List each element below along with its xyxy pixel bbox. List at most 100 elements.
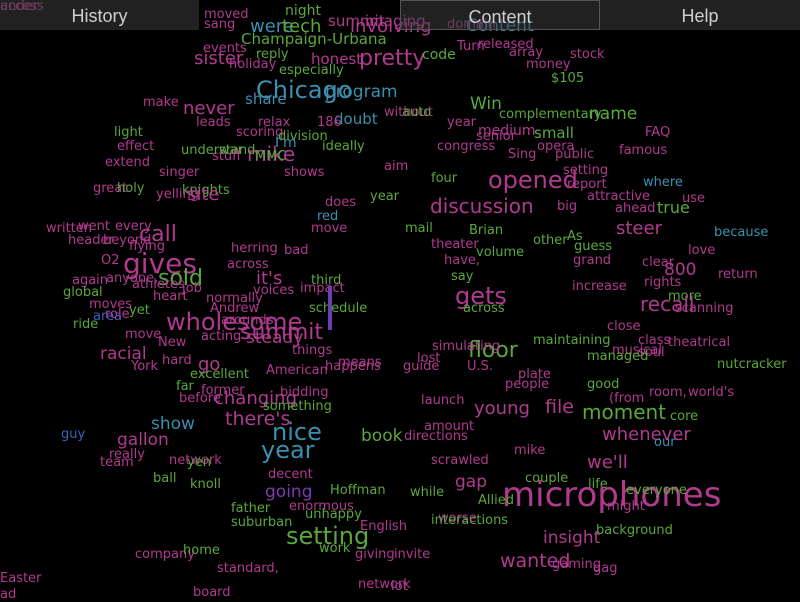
cloud-word: athletes <box>132 277 185 292</box>
cloud-word: scoring <box>236 125 284 140</box>
cloud-word: guide <box>403 359 440 374</box>
cloud-word: close <box>607 319 641 334</box>
cloud-word: program <box>325 82 398 102</box>
cloud-word: clear <box>642 255 675 270</box>
cloud-word: singer <box>159 165 200 180</box>
tab-history[interactable]: History <box>0 0 199 30</box>
cloud-word: theatrical <box>668 335 731 350</box>
cloud-word: congress <box>437 139 496 154</box>
cloud-word: extend <box>105 155 151 170</box>
cloud-word: team <box>100 455 134 470</box>
tab-content[interactable]: Content <box>400 0 600 30</box>
cloud-word: York <box>131 359 159 374</box>
cloud-word: floor <box>468 338 518 363</box>
cloud-word: insight <box>543 528 601 548</box>
cloud-word: Sing <box>508 147 537 162</box>
cloud-word: couple <box>525 471 569 486</box>
cloud-word: 186 <box>317 115 342 130</box>
cloud-word: soul <box>638 345 665 360</box>
cloud-word: home <box>183 543 220 558</box>
cloud-word: share <box>245 90 287 108</box>
cloud-word: life <box>588 477 608 492</box>
cloud-word: nutcracker <box>717 357 787 372</box>
cloud-word: reply <box>256 47 289 62</box>
tab-help[interactable]: Help <box>600 0 800 30</box>
cloud-word: make <box>143 95 179 110</box>
cloud-word: Andrew <box>210 301 260 316</box>
cloud-word: aim <box>384 159 409 174</box>
cloud-word: heart <box>153 289 188 304</box>
cloud-word: theater <box>431 237 479 252</box>
cloud-word: gallon <box>117 430 169 450</box>
cloud-word: public <box>555 147 595 162</box>
tab-bar: History Content Help <box>0 0 800 30</box>
cloud-word: scrawled <box>431 453 489 468</box>
cloud-word: call <box>139 222 177 247</box>
cloud-word: sister <box>194 48 244 69</box>
cloud-word: moved <box>204 7 249 22</box>
cloud-word: world's <box>688 385 735 400</box>
cloud-word: background <box>596 523 673 538</box>
cloud-word: guess <box>574 239 613 254</box>
cloud-word: $105 <box>551 71 585 86</box>
cloud-word: Brian <box>469 223 504 238</box>
cloud-word: money <box>526 57 571 72</box>
cloud-word: Allied <box>478 493 514 508</box>
cloud-word: moment <box>582 400 667 424</box>
cloud-word: decent <box>268 467 313 482</box>
cloud-word: name <box>589 104 638 124</box>
cloud-word: might <box>607 499 645 514</box>
cloud-word: lost <box>417 351 441 366</box>
cloud-word: Easter <box>0 571 42 586</box>
cloud-word: gap <box>455 472 487 492</box>
cloud-word: giving <box>355 547 395 562</box>
cloud-word: went <box>78 219 110 234</box>
cloud-word: wholesome <box>166 308 303 336</box>
cloud-word: amount <box>424 419 475 434</box>
cloud-word: understand <box>181 143 256 158</box>
cloud-word: great <box>93 181 128 196</box>
cloud-word: launch <box>421 393 465 408</box>
cloud-word: normally <box>206 291 263 306</box>
cloud-word: something <box>263 399 332 414</box>
cloud-word: rights <box>644 275 682 290</box>
cloud-word: auto <box>402 105 432 120</box>
cloud-word: good <box>587 377 620 392</box>
cloud-word: medium <box>478 123 536 139</box>
cloud-word: ride <box>73 317 99 332</box>
cloud-word: especially <box>279 63 344 78</box>
cloud-word: maintaining <box>533 333 611 348</box>
cloud-word: steer <box>616 218 662 239</box>
cloud-word: mike <box>514 443 546 458</box>
cloud-word: recall <box>640 292 695 316</box>
cloud-word: voices <box>253 283 295 298</box>
cloud-word: book <box>361 426 403 446</box>
cloud-word: (from <box>609 391 645 406</box>
cloud-word: every <box>115 219 152 234</box>
cloud-word: file <box>545 396 574 418</box>
cloud-word: war <box>219 143 243 158</box>
cloud-word: 800 <box>664 260 697 280</box>
cloud-word: happens <box>325 359 381 374</box>
cloud-word: ahead <box>615 201 656 216</box>
cloud-word: say <box>451 269 474 284</box>
cloud-word: things <box>292 343 333 358</box>
cloud-word: again <box>72 273 109 288</box>
cloud-word: without <box>384 105 433 120</box>
cloud-word: MMC <box>255 149 287 164</box>
cloud-word: bad <box>284 243 309 258</box>
cloud-word: leads <box>196 115 231 130</box>
cloud-word: love <box>688 243 716 258</box>
cloud-word: board <box>193 585 231 600</box>
cloud-word: arounds <box>221 313 274 328</box>
cloud-word: move <box>311 221 348 236</box>
cloud-word: plate <box>518 367 551 382</box>
cloud-word: gaming <box>552 557 601 572</box>
cloud-word: return <box>718 267 758 282</box>
cloud-word: managed <box>587 349 649 364</box>
cloud-word: unhappy <box>305 507 362 522</box>
cloud-word: really <box>109 447 145 462</box>
cloud-word: knights <box>182 183 230 198</box>
cloud-word: yet <box>129 303 150 318</box>
